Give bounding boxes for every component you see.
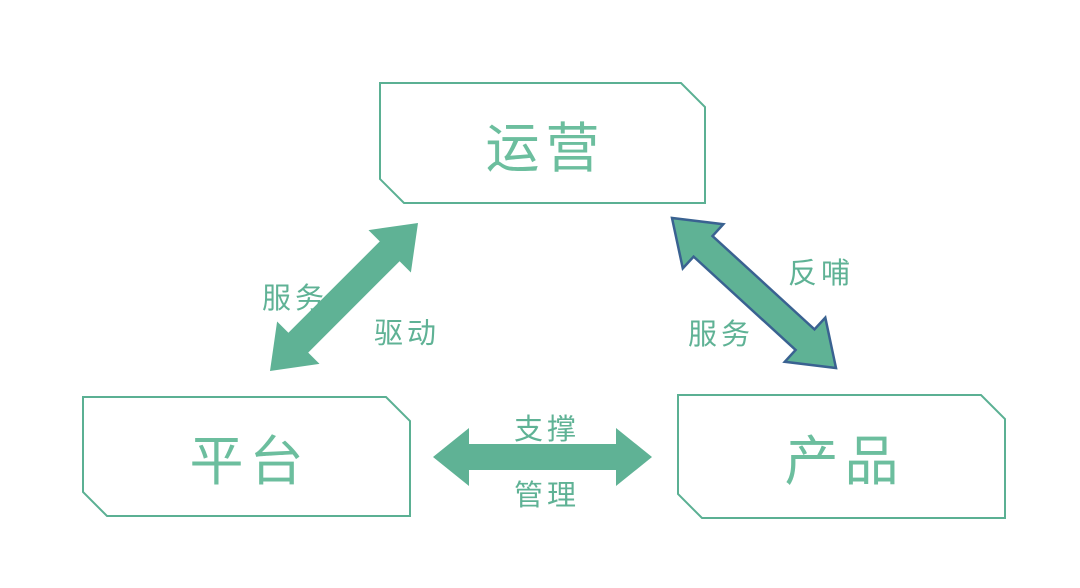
product-node-shape (677, 394, 1006, 519)
platform-node-shape (82, 396, 411, 517)
platform-operations-arrow (270, 223, 418, 371)
node-product-label: 产品 (784, 432, 905, 492)
edge-platform-operations-label-lower: 驱动 (373, 318, 441, 350)
operations-node-shape (379, 82, 706, 204)
platform-product-arrow (433, 428, 652, 486)
edge-platform-operations-label-upper: 服务 (261, 283, 329, 315)
node-platform-label: 平台 (189, 432, 310, 492)
edge-operations-product-label-lower: 服务 (687, 319, 755, 351)
node-operations-label: 运营 (485, 118, 606, 179)
operations-product-arrow (670, 216, 838, 370)
edge-platform-product-label-lower: 管理 (513, 480, 581, 512)
edge-platform-product-label-upper: 支撑 (513, 414, 581, 446)
edge-operations-product-label-upper: 反哺 (787, 258, 855, 290)
